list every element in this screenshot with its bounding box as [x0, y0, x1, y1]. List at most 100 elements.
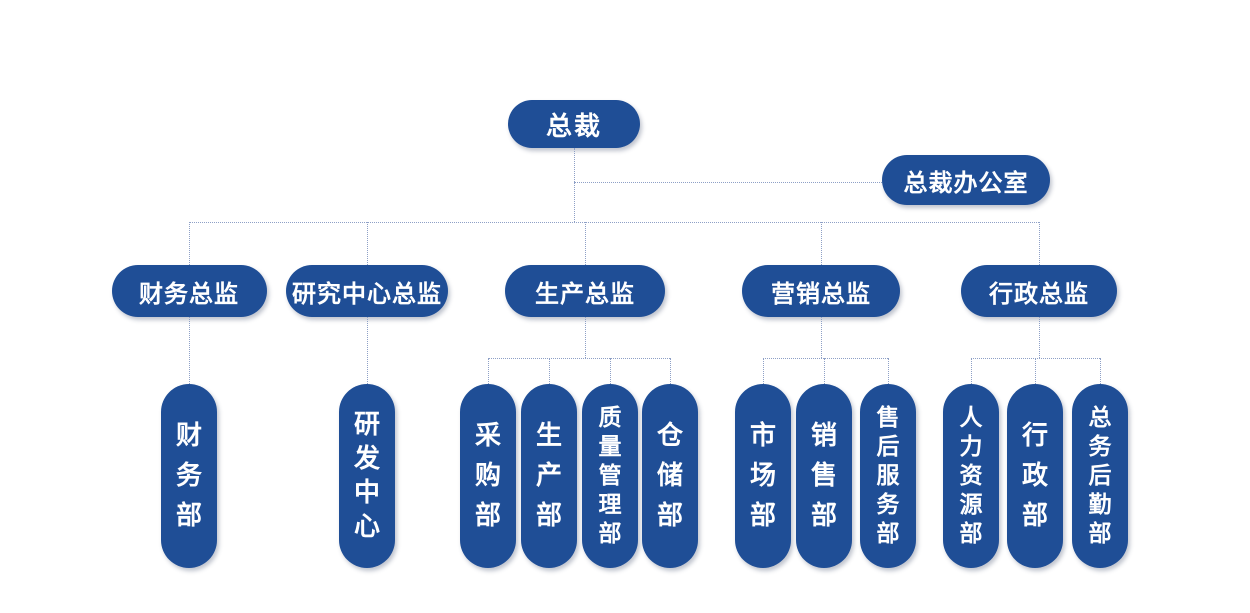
department-label-char: 资 [959, 462, 983, 489]
department-node-1-0: 研发中心 [339, 384, 395, 568]
department-label-2-0: 采购部 [475, 384, 501, 568]
department-label-char: 部 [474, 501, 501, 531]
department-node-4-1: 行政部 [1007, 384, 1063, 568]
department-label-char: 部 [535, 501, 562, 531]
connector-branch-drop-3 [821, 317, 822, 358]
connector-dept-drop-0-0 [189, 317, 190, 384]
department-node-3-1: 销售部 [796, 384, 852, 568]
director-label-1: 研究中心总监 [292, 279, 442, 308]
department-label-char: 务 [876, 491, 900, 518]
department-label-char: 售 [810, 461, 837, 491]
department-label-char: 部 [1088, 520, 1112, 547]
connector-dept-drop-4-2 [1100, 358, 1101, 384]
department-label-char: 售 [876, 404, 900, 431]
connector-dept-drop-3-1 [824, 358, 825, 384]
department-label-char: 部 [810, 501, 837, 531]
node-president: 总裁 [508, 100, 640, 148]
department-node-4-0: 人力资源部 [943, 384, 999, 568]
department-label-char: 部 [656, 501, 683, 531]
department-label-char: 服 [876, 462, 900, 489]
department-label-char: 后 [876, 433, 900, 460]
department-label-char: 后 [1088, 462, 1112, 489]
department-label-4-2: 总务后勤部 [1089, 384, 1112, 568]
director-node-3: 营销总监 [742, 265, 900, 317]
department-node-3-0: 市场部 [735, 384, 791, 568]
connector-director-drop-0 [189, 222, 190, 265]
connector-dept-drop-4-0 [971, 358, 972, 384]
director-label-2: 生产总监 [535, 279, 635, 308]
department-label-char: 心 [353, 512, 380, 542]
department-label-char: 中 [353, 478, 380, 508]
department-label-char: 发 [353, 444, 380, 474]
connector-dept-drop-3-2 [888, 358, 889, 384]
connector-director-drop-1 [367, 222, 368, 265]
connector-president-drop [574, 148, 575, 222]
department-label-char: 理 [598, 491, 622, 518]
connector-director-drop-3 [821, 222, 822, 265]
department-label-char: 勤 [1088, 491, 1112, 518]
connector-dept-drop-1-0 [367, 317, 368, 384]
department-label-char: 务 [1088, 433, 1112, 460]
department-node-3-2: 售后服务部 [860, 384, 916, 568]
department-label-2-2: 质量管理部 [599, 384, 622, 568]
node-president-office: 总裁办公室 [882, 155, 1050, 205]
department-label-char: 购 [474, 461, 501, 491]
connector-branch-bus-3 [763, 358, 888, 359]
department-label-char: 人 [959, 404, 983, 431]
department-label-char: 量 [598, 433, 622, 460]
connector-director-drop-2 [585, 222, 586, 265]
department-label-char: 力 [959, 433, 983, 460]
director-label-3: 营销总监 [771, 279, 871, 308]
department-label-char: 仓 [656, 421, 683, 451]
department-label-4-1: 行政部 [1022, 384, 1048, 568]
connector-dept-drop-2-0 [488, 358, 489, 384]
node-president-label: 总裁 [545, 111, 602, 142]
connector-dept-drop-2-2 [610, 358, 611, 384]
department-label-3-0: 市场部 [750, 384, 776, 568]
department-label-char: 总 [1088, 404, 1112, 431]
connector-branch-drop-2 [585, 317, 586, 358]
department-label-char: 场 [749, 461, 776, 491]
department-node-2-2: 质量管理部 [582, 384, 638, 568]
director-label-4: 行政总监 [989, 279, 1089, 308]
department-node-2-1: 生产部 [521, 384, 577, 568]
department-label-char: 部 [1021, 501, 1048, 531]
department-label-char: 生 [535, 421, 562, 451]
connector-dept-drop-3-0 [763, 358, 764, 384]
department-label-char: 产 [535, 461, 562, 491]
department-label-char: 部 [959, 520, 983, 547]
department-label-char: 管 [598, 462, 622, 489]
department-label-char: 政 [1021, 461, 1048, 491]
connector-dept-drop-2-3 [670, 358, 671, 384]
node-president-office-label: 总裁办公室 [903, 168, 1029, 197]
department-node-4-2: 总务后勤部 [1072, 384, 1128, 568]
department-label-char: 源 [959, 491, 983, 518]
department-label-0-0: 财务部 [176, 384, 202, 568]
department-label-1-0: 研发中心 [354, 384, 380, 568]
department-label-char: 市 [749, 421, 776, 451]
connector-branch-drop-4 [1039, 317, 1040, 358]
department-label-char: 销 [810, 421, 837, 451]
director-node-4: 行政总监 [961, 265, 1117, 317]
department-label-char: 采 [474, 421, 501, 451]
department-label-char: 质 [598, 404, 622, 431]
department-label-char: 部 [749, 501, 776, 531]
department-label-3-2: 售后服务部 [877, 384, 900, 568]
connector-level2-bus [189, 222, 1039, 223]
department-label-3-1: 销售部 [811, 384, 837, 568]
director-node-0: 财务总监 [111, 265, 267, 317]
department-label-2-3: 仓储部 [657, 384, 683, 568]
department-label-char: 储 [656, 461, 683, 491]
department-label-char: 部 [876, 520, 900, 547]
connector-dept-drop-4-1 [1035, 358, 1036, 384]
director-label-0: 财务总监 [139, 279, 239, 308]
director-node-2: 生产总监 [505, 265, 665, 317]
department-node-0-0: 财务部 [161, 384, 217, 568]
connector-director-drop-4 [1039, 222, 1040, 265]
department-node-2-3: 仓储部 [642, 384, 698, 568]
director-node-1: 研究中心总监 [286, 265, 448, 317]
department-label-char: 务 [175, 461, 202, 491]
connector-president-office [574, 182, 882, 183]
department-label-char: 研 [353, 410, 380, 440]
